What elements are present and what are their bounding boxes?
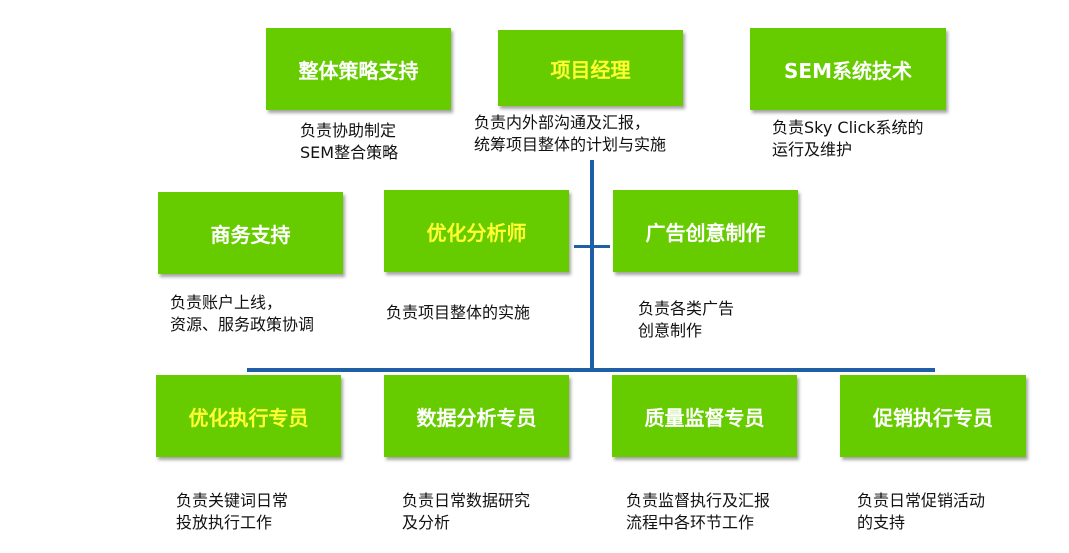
box-quality-supervisor: 质量监督专员	[612, 375, 797, 457]
desc-promotion-executive: 负责日常促销活动 的支持	[857, 490, 985, 534]
box-promotion-executive: 促销执行专员	[840, 375, 1026, 457]
desc-line: SEM整合策略	[300, 143, 399, 162]
desc-line: 负责项目整体的实施	[386, 303, 531, 322]
box-business-support: 商务支持	[158, 192, 343, 274]
desc-line: 负责日常数据研究	[402, 491, 531, 510]
desc-line: 负责Sky Click系统的	[772, 118, 924, 137]
connector-vertical-trunk	[590, 160, 594, 370]
connector-bottom-bar	[247, 368, 935, 372]
box-title: SEM系统技术	[784, 58, 912, 83]
desc-line: 负责账户上线，	[170, 293, 283, 312]
box-optimization-analyst: 优化分析师	[384, 190, 569, 272]
desc-line: 流程中各环节工作	[626, 513, 755, 532]
desc-line: 负责各类广告	[638, 299, 735, 318]
desc-optimization-executive: 负责关键词日常 投放执行工作	[176, 490, 288, 534]
box-project-manager: 项目经理	[498, 30, 683, 106]
connector-middle-branch	[574, 245, 610, 248]
box-title: 质量监督专员	[644, 405, 765, 430]
box-sem-system-tech: SEM系统技术	[750, 28, 946, 110]
box-title: 促销执行专员	[873, 405, 993, 430]
desc-line: 的支持	[857, 513, 906, 532]
desc-line: 统筹项目整体的计划与实施	[474, 135, 667, 154]
desc-optimization-analyst: 负责项目整体的实施	[386, 302, 530, 324]
desc-line: 创意制作	[638, 321, 703, 340]
box-ad-creative: 广告创意制作	[613, 190, 798, 272]
box-title: 广告创意制作	[645, 220, 766, 245]
box-overall-strategy-support: 整体策略支持	[266, 28, 451, 110]
box-title: 项目经理	[550, 57, 631, 82]
desc-sem-system-tech: 负责Sky Click系统的 运行及维护	[772, 117, 924, 161]
box-title: 优化分析师	[426, 220, 527, 245]
desc-line: 负责协助制定	[300, 121, 397, 140]
box-data-analyst: 数据分析专员	[384, 375, 569, 457]
desc-line: 负责关键词日常	[176, 491, 289, 510]
desc-data-analyst: 负责日常数据研究 及分析	[402, 490, 530, 534]
desc-line: 资源、服务政策协调	[170, 315, 315, 334]
desc-line: 及分析	[402, 513, 451, 532]
desc-quality-supervisor: 负责监督执行及汇报 流程中各环节工作	[626, 490, 770, 534]
box-title: 优化执行专员	[188, 405, 309, 430]
box-optimization-executive: 优化执行专员	[156, 375, 341, 457]
desc-line: 负责日常促销活动	[857, 491, 986, 510]
desc-overall-strategy-support: 负责协助制定 SEM整合策略	[300, 120, 398, 164]
desc-ad-creative: 负责各类广告 创意制作	[638, 298, 734, 342]
box-title: 数据分析专员	[416, 405, 537, 430]
desc-project-manager: 负责内外部沟通及汇报， 统筹项目整体的计划与实施	[474, 112, 666, 156]
desc-line: 投放执行工作	[176, 513, 273, 532]
box-title: 商务支持	[210, 222, 291, 247]
desc-line: 负责内外部沟通及汇报，	[474, 113, 651, 132]
desc-business-support: 负责账户上线， 资源、服务政策协调	[170, 292, 314, 336]
box-title: 整体策略支持	[298, 58, 419, 83]
desc-line: 运行及维护	[772, 140, 853, 159]
desc-line: 负责监督执行及汇报	[626, 491, 771, 510]
